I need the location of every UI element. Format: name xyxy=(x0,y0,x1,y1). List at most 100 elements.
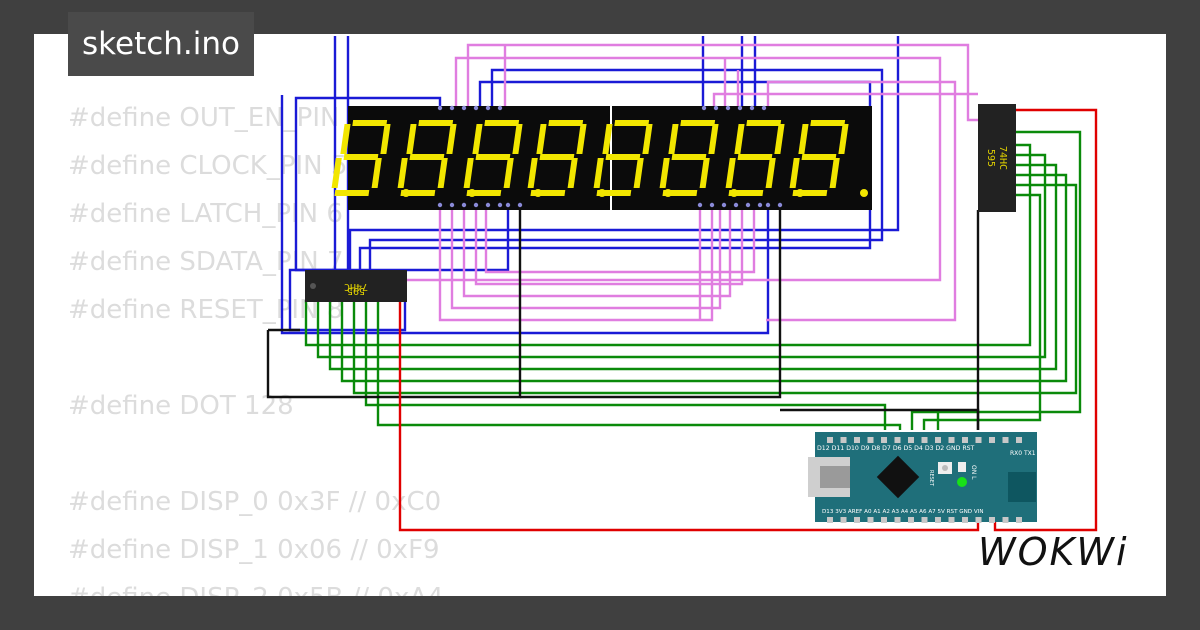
segment xyxy=(633,158,644,188)
segment xyxy=(397,158,408,188)
nano-pin[interactable] xyxy=(881,437,887,443)
display-pin[interactable] xyxy=(461,105,467,111)
display-pin[interactable] xyxy=(745,202,751,208)
segment xyxy=(548,120,584,126)
display-pin[interactable] xyxy=(473,202,479,208)
nano-pin[interactable] xyxy=(867,437,874,443)
nano-pin[interactable] xyxy=(894,517,901,523)
segment xyxy=(662,190,698,196)
display-pin[interactable] xyxy=(497,202,503,208)
display-pin[interactable] xyxy=(757,202,763,208)
nano-pin[interactable] xyxy=(854,437,860,443)
display-pin[interactable] xyxy=(761,105,767,111)
code-line[interactable]: #define DISP_2 0x5B // 0xA4 xyxy=(68,574,444,596)
display-pin[interactable] xyxy=(497,105,503,111)
segment xyxy=(746,120,782,126)
display-pin[interactable] xyxy=(765,202,771,208)
segment xyxy=(418,120,454,126)
seven-segment-digit xyxy=(725,120,804,197)
code-line[interactable]: #define CLOCK_PIN 5 xyxy=(68,151,348,181)
display-pin[interactable] xyxy=(473,105,479,111)
nano-pin[interactable] xyxy=(894,437,901,443)
display-pin[interactable] xyxy=(721,202,727,208)
display-pin[interactable] xyxy=(517,202,523,208)
segment xyxy=(536,124,547,154)
display-pin[interactable] xyxy=(437,105,443,111)
segment xyxy=(605,154,641,160)
display-pin[interactable] xyxy=(485,105,491,111)
nano-rxtx: RX0 TX1 xyxy=(1010,450,1036,457)
segment xyxy=(614,120,650,126)
segment xyxy=(484,120,520,126)
segment xyxy=(371,158,382,188)
display-pin[interactable] xyxy=(733,202,739,208)
code-line[interactable]: #define SDATA_PIN 7 xyxy=(68,247,344,277)
shift-register-right[interactable]: 74HC 595 xyxy=(978,104,1016,212)
segment xyxy=(659,158,670,188)
nano-pin[interactable] xyxy=(854,517,860,523)
display-pin[interactable] xyxy=(449,105,455,111)
nano-pin[interactable] xyxy=(989,517,995,523)
nano-pin[interactable] xyxy=(935,437,941,443)
nano-pin[interactable] xyxy=(921,517,928,523)
nano-pin[interactable] xyxy=(975,437,982,443)
wokwi-logo: WOKWi xyxy=(978,530,1129,574)
nano-pin[interactable] xyxy=(881,517,887,523)
nano-top-pins: D12 D11 D10 D9 D8 D7 D6 D5 D4 D3 D2 GND … xyxy=(817,445,975,452)
nano-pin[interactable] xyxy=(1016,437,1022,443)
nano-reset-label: RESET xyxy=(928,470,934,487)
display-pin[interactable] xyxy=(725,105,731,111)
nano-pin[interactable] xyxy=(989,437,995,443)
nano-pin[interactable] xyxy=(921,437,928,443)
nano-pin[interactable] xyxy=(840,517,847,523)
segment xyxy=(642,124,653,154)
arduino-nano-board[interactable]: D12 D11 D10 D9 D8 D7 D6 D5 D4 D3 D2 GND … xyxy=(808,432,1037,523)
nano-pin[interactable] xyxy=(827,517,833,523)
display-pin[interactable] xyxy=(737,105,743,111)
nano-pin[interactable] xyxy=(867,517,874,523)
display-pin[interactable] xyxy=(713,105,719,111)
code-line[interactable]: #define DISP_0 0x3F // 0xC0 xyxy=(68,487,442,517)
nano-pin[interactable] xyxy=(840,437,847,443)
segment xyxy=(789,158,800,188)
nano-pin[interactable] xyxy=(1002,437,1009,443)
display-pin[interactable] xyxy=(749,105,755,111)
display-pin[interactable] xyxy=(777,202,783,208)
nano-pin[interactable] xyxy=(908,437,914,443)
segment xyxy=(530,190,566,196)
nano-pin[interactable] xyxy=(948,437,955,443)
segment xyxy=(527,158,538,188)
chip-right-label-1: 74HC xyxy=(997,146,1008,170)
file-tab-title[interactable]: sketch.ino xyxy=(68,12,254,76)
segment xyxy=(343,154,379,160)
segment xyxy=(593,158,604,188)
nano-pin[interactable] xyxy=(962,437,968,443)
segment xyxy=(737,154,773,160)
segment xyxy=(437,158,448,188)
chip-left-label-2: 595 xyxy=(347,285,365,296)
display-pin[interactable] xyxy=(505,202,511,208)
nano-pin[interactable] xyxy=(1016,517,1022,523)
display-pin[interactable] xyxy=(449,202,455,208)
segment xyxy=(765,158,776,188)
segment xyxy=(725,158,736,188)
segment xyxy=(472,124,483,154)
display-pin[interactable] xyxy=(461,202,467,208)
display-pin[interactable] xyxy=(437,202,443,208)
nano-pin[interactable] xyxy=(948,517,955,523)
chip-left-label-1: 74HC xyxy=(344,281,368,292)
nano-pin[interactable] xyxy=(827,437,833,443)
code-line[interactable]: #define DISP_1 0x06 // 0xF9 xyxy=(68,535,440,565)
display-pin[interactable] xyxy=(697,202,703,208)
nano-pin[interactable] xyxy=(908,517,914,523)
nano-pin[interactable] xyxy=(1002,517,1009,523)
nano-pin[interactable] xyxy=(935,517,941,523)
nano-pin[interactable] xyxy=(975,517,982,523)
shift-register-left[interactable]: 74HC 595 xyxy=(305,270,407,302)
nano-pin[interactable] xyxy=(962,517,968,523)
display-pin[interactable] xyxy=(709,202,715,208)
display-pin[interactable] xyxy=(485,202,491,208)
segment xyxy=(829,158,840,188)
display-pin[interactable] xyxy=(701,105,707,111)
